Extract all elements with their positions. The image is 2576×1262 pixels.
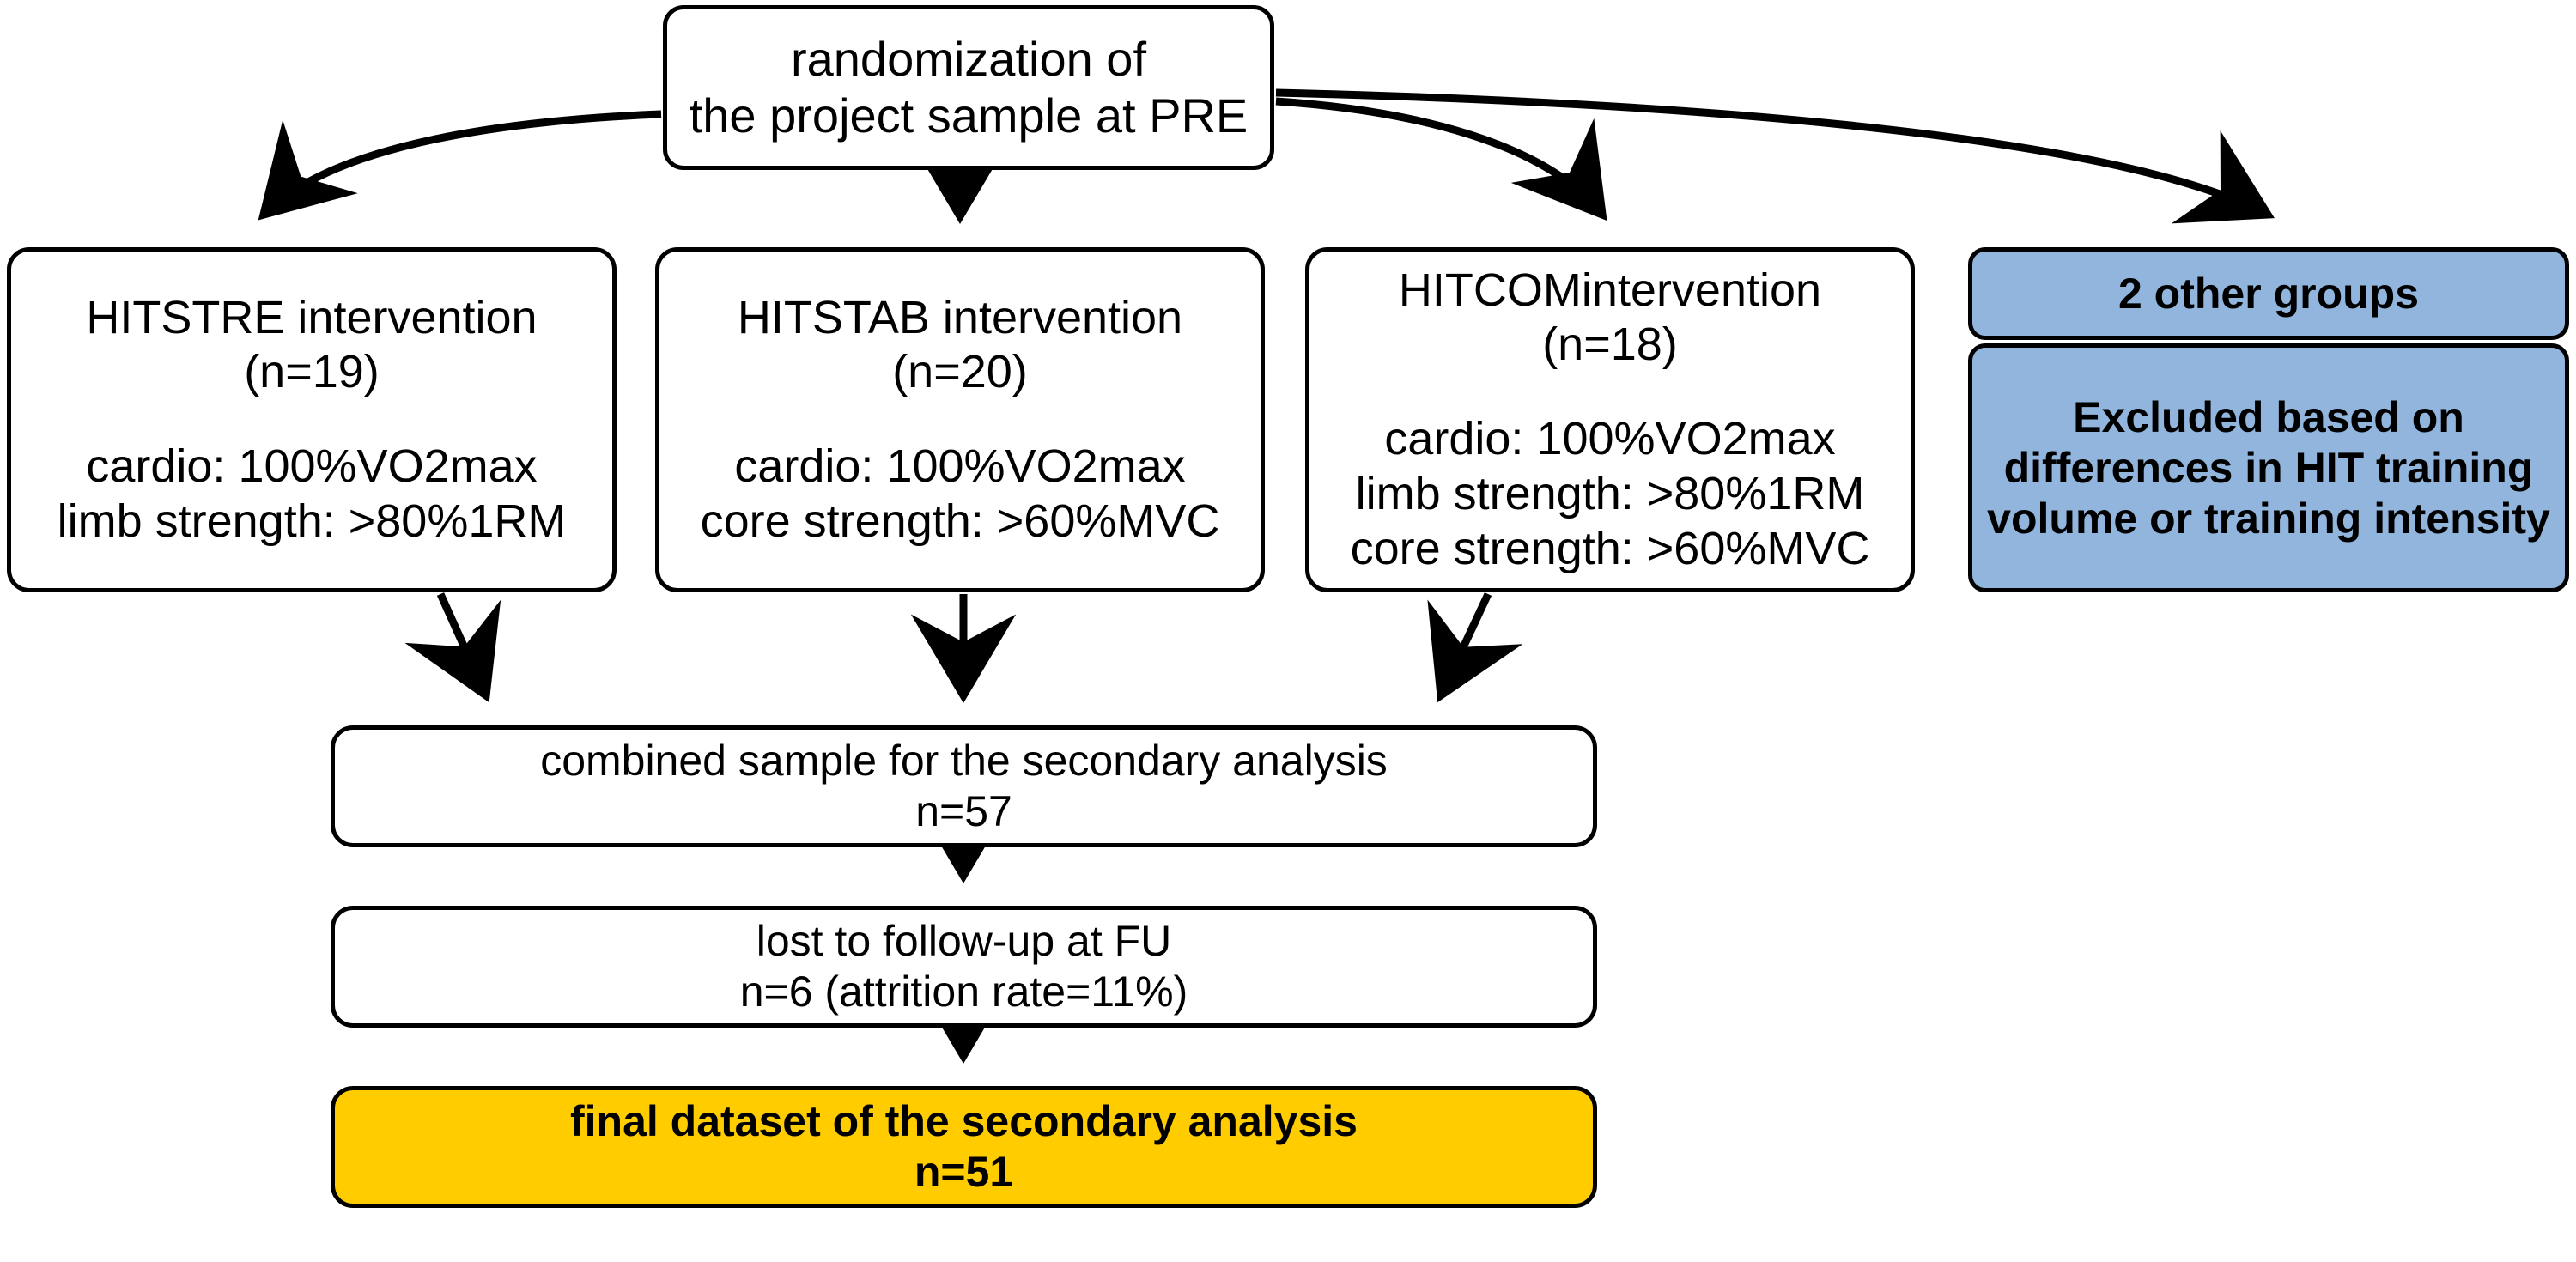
node-hitstre-intervention[interactable]: HITSTRE intervention (n=19) cardio: 100%… bbox=[7, 247, 617, 592]
node-hitstab-title: HITSTAB intervention bbox=[737, 291, 1183, 343]
node-randomization-line-2: the project sample at PRE bbox=[689, 88, 1249, 143]
node-final-label: final dataset of the secondary analysis bbox=[570, 1097, 1358, 1145]
edge-hitcom-to-combined bbox=[1427, 592, 1523, 703]
node-lost-label: lost to follow-up at FU bbox=[756, 917, 1172, 965]
node-lost-sample-size: n=6 (attrition rate=11%) bbox=[739, 968, 1188, 1016]
node-hitstre-title: HITSTRE intervention bbox=[86, 291, 538, 343]
node-combined-label: combined sample for the secondary analys… bbox=[540, 737, 1388, 785]
node-lost-to-follow-up[interactable]: lost to follow-up at FU n=6 (attrition r… bbox=[331, 906, 1597, 1028]
node-hitstre-detail-cardio: cardio: 100%VO2max bbox=[86, 440, 538, 492]
node-hitcom-title: HITCOMintervention bbox=[1398, 264, 1822, 316]
edge-randomization-to-other-groups bbox=[1275, 88, 2275, 224]
node-hitstab-sample-size: (n=20) bbox=[892, 346, 1028, 398]
node-combined-sample[interactable]: combined sample for the secondary analys… bbox=[331, 725, 1597, 847]
node-hitstab-detail-core-strength: core strength: >60%MVC bbox=[700, 494, 1220, 547]
node-excluded-line-2: differences in HIT training bbox=[2003, 443, 2534, 492]
node-hitcom-intervention[interactable]: HITCOMintervention (n=18) cardio: 100%VO… bbox=[1305, 247, 1915, 592]
node-other-groups[interactable]: 2 other groups bbox=[1968, 247, 2569, 340]
edge-randomization-to-hitcom bbox=[1275, 97, 1607, 221]
node-hitcom-detail-cardio: cardio: 100%VO2max bbox=[1384, 413, 1836, 465]
node-hitcom-detail-limb-strength: limb strength: >80%1RM bbox=[1355, 467, 1865, 519]
edge-randomization-to-hitstre bbox=[258, 110, 662, 221]
node-hitstab-detail-cardio: cardio: 100%VO2max bbox=[734, 440, 1186, 492]
node-combined-sample-size: n=57 bbox=[915, 787, 1012, 835]
node-hitstre-detail-limb-strength: limb strength: >80%1RM bbox=[57, 494, 567, 547]
node-hitstab-intervention[interactable]: HITSTAB intervention (n=20) cardio: 100%… bbox=[655, 247, 1265, 592]
node-randomization-line-1: randomization of bbox=[790, 31, 1146, 86]
node-hitstre-sample-size: (n=19) bbox=[244, 346, 380, 398]
node-excluded-line-1: Excluded based on bbox=[2073, 392, 2464, 441]
node-excluded-line-3: volume or training intensity bbox=[1987, 494, 2550, 543]
node-other-groups-label: 2 other groups bbox=[2117, 269, 2420, 318]
node-randomization[interactable]: randomization of the project sample at P… bbox=[663, 5, 1274, 170]
edge-hitstre-to-combined bbox=[404, 592, 501, 703]
node-final-sample-size: n=51 bbox=[914, 1148, 1014, 1196]
node-hitcom-detail-core-strength: core strength: >60%MVC bbox=[1350, 522, 1870, 574]
node-final-dataset[interactable]: final dataset of the secondary analysis … bbox=[331, 1086, 1597, 1208]
node-hitcom-sample-size: (n=18) bbox=[1542, 319, 1678, 371]
node-excluded-reason[interactable]: Excluded based on differences in HIT tra… bbox=[1968, 343, 2569, 592]
